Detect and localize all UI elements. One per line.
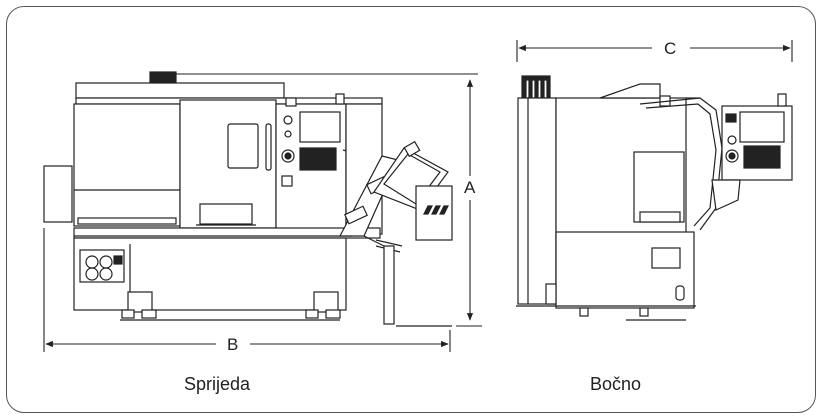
dimension-a-label: A [464,178,476,197]
dimension-c-label: C [664,39,676,58]
side-view-caption: Bočno [590,374,642,394]
side-view [516,75,793,321]
side-rear-cabinet [517,97,557,305]
dimension-b-label: B [227,335,238,354]
front-left-door [73,103,181,227]
front-coolant-tank [43,165,73,223]
front-roof-vent [149,71,177,83]
dimension-a [456,79,482,327]
front-chip-conveyor [339,140,453,327]
front-view [43,71,478,327]
dimension-c [516,40,793,62]
front-view-caption: Sprijeda [184,374,251,394]
dimension-b [43,228,451,352]
side-door-window [633,151,685,223]
diagram-frame [6,6,816,413]
